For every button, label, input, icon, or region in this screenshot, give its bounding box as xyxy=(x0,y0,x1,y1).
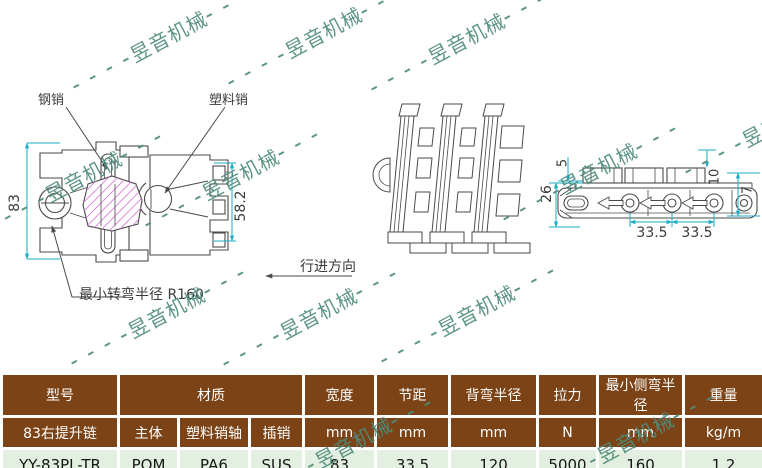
label-steel-pin: 钢销 xyxy=(38,93,65,108)
unit-pitch: mm xyxy=(374,415,452,450)
subcol-insert-pin: 插销 xyxy=(247,415,306,450)
col-model: 型号 xyxy=(0,372,120,418)
unit-backbend: mm xyxy=(448,415,540,450)
subcol-body: 主体 xyxy=(117,415,180,450)
col-weight: 重量 xyxy=(682,372,762,418)
col-pitch: 节距 xyxy=(374,372,452,418)
technical-drawings xyxy=(24,103,760,298)
leader-lines xyxy=(51,106,352,298)
value-backbend: 120 xyxy=(448,447,540,468)
isometric-view-drawing xyxy=(372,103,531,254)
unit-width: mm xyxy=(302,415,378,450)
label-min-turn-radius: 最小转弯半径 R160 xyxy=(79,287,204,303)
front-view-dimensions xyxy=(24,142,236,260)
col-material: 材质 xyxy=(116,372,306,418)
label-plastic-pin: 塑料销 xyxy=(209,93,249,108)
label-travel-direction: 行进方向 xyxy=(300,259,356,275)
subcol-plastic-shaft: 塑料销轴 xyxy=(177,415,251,450)
dim-pitch-2: 33.5 xyxy=(681,225,713,241)
unit-weight: kg/m xyxy=(682,415,762,450)
unit-side-radius: mm xyxy=(596,415,686,450)
value-body: POM xyxy=(117,447,180,468)
front-view-drawing xyxy=(38,141,229,263)
dim-pitch-1: 33.5 xyxy=(636,225,668,241)
side-view-dimensions xyxy=(549,149,760,228)
spec-table: 型号 材质 宽度 节距 背弯半径 拉力 最小侧弯半径 重量 83右提升链 主体 … xyxy=(0,372,762,468)
col-backbend-radius: 背弯半径 xyxy=(448,372,540,418)
value-plastic-shaft: PA6 xyxy=(177,447,251,468)
col-width: 宽度 xyxy=(302,372,378,418)
value-width: 83 xyxy=(302,447,378,468)
value-tension: 5000 xyxy=(536,447,600,468)
col-tension: 拉力 xyxy=(536,372,600,418)
value-model: YY-83PL-TR xyxy=(0,447,120,468)
value-pitch: 33.5 xyxy=(374,447,452,468)
value-side-radius: 160 xyxy=(596,447,686,468)
value-insert-pin: SUS xyxy=(247,447,306,468)
col-min-side-radius: 最小侧弯半径 xyxy=(596,372,686,418)
value-weight: 1.2 xyxy=(682,447,762,468)
unit-tension: N xyxy=(536,415,600,450)
subcol-chain-type: 83右提升链 xyxy=(0,415,120,450)
dim-58-2: 58.2 xyxy=(233,190,249,222)
dim-7: 7 xyxy=(740,185,756,195)
